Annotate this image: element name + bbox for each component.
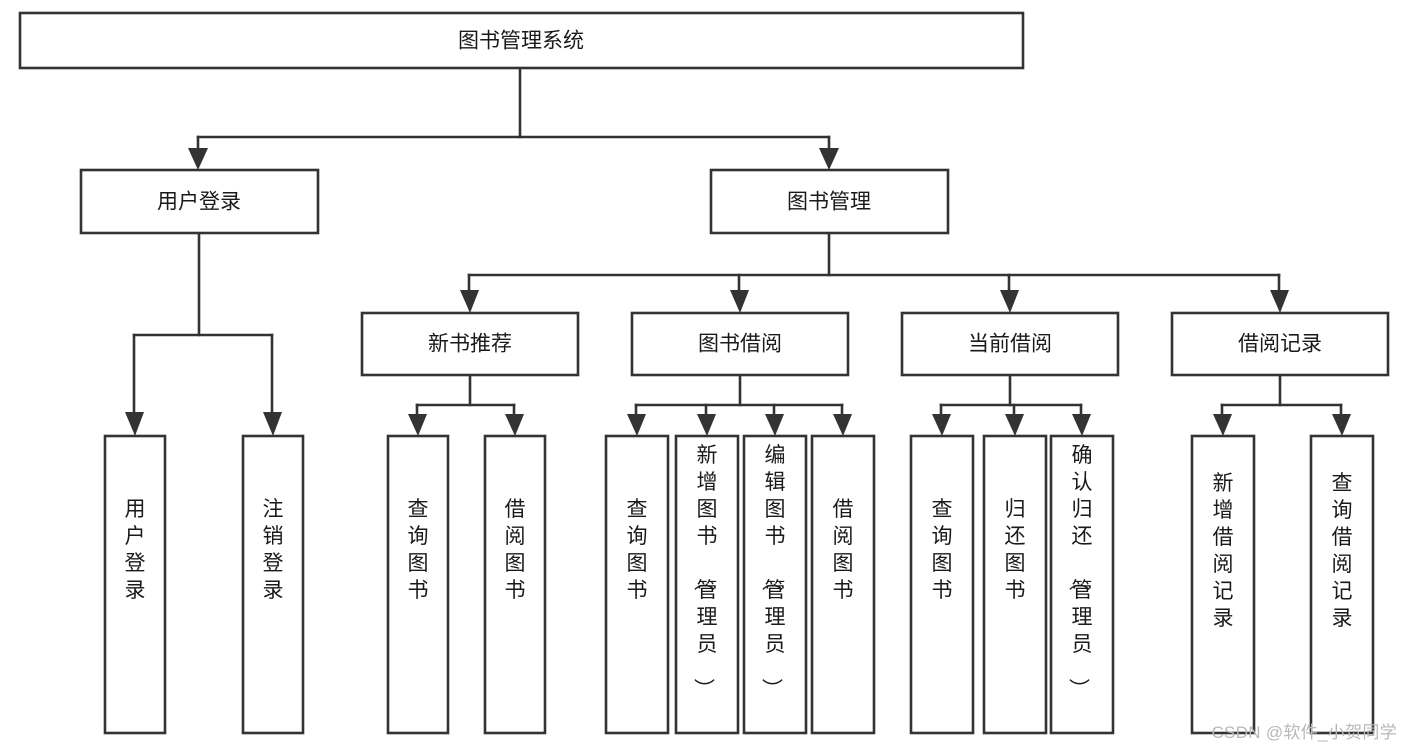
node-leaf-borrow-book-2-label: 借阅图书	[833, 498, 854, 602]
connector-group-user-login	[125, 231, 282, 436]
node-leaf-borrow-book-1[interactable]: 借阅图书	[483, 434, 547, 735]
node-root-label: 图书管理系统	[458, 30, 584, 53]
node-leaf-return-book[interactable]: 归还图书	[982, 434, 1048, 735]
node-root[interactable]: 图书管理系统	[18, 11, 1025, 70]
node-root-box[interactable]	[18, 11, 1025, 70]
node-leaf-add-book-admin[interactable]: 新增图书（管理员）	[674, 434, 740, 735]
node-leaf-confirm-return-admin[interactable]: 确认归还（管理员）	[1049, 434, 1115, 735]
node-leaf-return-book-box[interactable]	[982, 434, 1048, 735]
connector-group-book-manage	[460, 231, 1289, 313]
node-new-book-recommend-box[interactable]	[360, 311, 580, 377]
connector-group-new-book-recommend	[408, 373, 524, 436]
node-leaf-query-borrow-record[interactable]: 查询借阅记录	[1309, 434, 1375, 735]
node-leaf-add-borrow-record[interactable]: 新增借阅记录	[1190, 434, 1256, 735]
node-leaf-add-book-admin-box[interactable]	[674, 434, 740, 735]
node-leaf-borrow-book-2-box[interactable]	[810, 434, 876, 735]
node-leaf-user-login-label: 用户登录	[125, 498, 146, 602]
arrow-head-icon	[188, 148, 208, 170]
arrow-head-icon	[1072, 414, 1091, 436]
node-leaf-query-book-1-label: 查询图书	[408, 498, 429, 602]
arrow-head-icon	[627, 414, 646, 436]
node-leaf-borrow-book-1-label: 借阅图书	[505, 498, 526, 602]
arrow-head-icon	[125, 412, 144, 436]
connector-group-current-borrow	[932, 373, 1091, 436]
node-book-manage[interactable]: 图书管理	[709, 168, 950, 235]
node-book-manage-box[interactable]	[709, 168, 950, 235]
arrow-head-icon	[505, 414, 524, 436]
node-book-borrow-label: 图书借阅	[698, 333, 782, 356]
node-new-book-recommend-label: 新书推荐	[428, 333, 512, 356]
node-leaf-logout-login-box[interactable]	[241, 434, 305, 735]
node-leaf-query-borrow-record-label: 查询借阅记录	[1332, 472, 1353, 630]
connector-group-root	[188, 66, 839, 170]
watermark-text: CSDN @软件_小贺同学	[1211, 723, 1397, 742]
node-leaf-user-login[interactable]: 用户登录	[103, 434, 167, 735]
arrow-head-icon	[263, 412, 282, 436]
arrow-head-icon	[1213, 414, 1232, 436]
node-leaf-query-book-1[interactable]: 查询图书	[386, 434, 450, 735]
node-borrow-record-label: 借阅记录	[1238, 333, 1322, 356]
connector-group-book-borrow	[627, 373, 852, 436]
node-leaf-edit-book-admin[interactable]: 编辑图书（管理员）	[742, 434, 808, 735]
node-leaf-add-book-admin-label: 新增图书（管理员）	[692, 444, 718, 699]
node-new-book-recommend[interactable]: 新书推荐	[360, 311, 580, 377]
node-leaf-query-book-3-box[interactable]	[909, 434, 975, 735]
node-user-login-box[interactable]	[79, 168, 320, 235]
node-leaf-logout-login-label: 注销登录	[263, 498, 284, 602]
node-leaf-query-book-2-box[interactable]	[604, 434, 670, 735]
node-leaf-query-book-2[interactable]: 查询图书	[604, 434, 670, 735]
arrow-head-icon	[1005, 414, 1024, 436]
node-current-borrow-label: 当前借阅	[968, 333, 1052, 356]
node-leaf-query-borrow-record-box[interactable]	[1309, 434, 1375, 735]
node-current-borrow-box[interactable]	[900, 311, 1120, 377]
arrow-head-icon	[697, 414, 716, 436]
node-current-borrow[interactable]: 当前借阅	[900, 311, 1120, 377]
node-leaf-query-book-3[interactable]: 查询图书	[909, 434, 975, 735]
node-book-borrow[interactable]: 图书借阅	[630, 311, 850, 377]
node-leaf-borrow-book-1-box[interactable]	[483, 434, 547, 735]
node-leaf-borrow-book-2[interactable]: 借阅图书	[810, 434, 876, 735]
node-leaf-add-borrow-record-box[interactable]	[1190, 434, 1256, 735]
arrow-head-icon	[819, 148, 839, 170]
connector-group-borrow-record	[1213, 373, 1351, 436]
node-leaf-logout-login[interactable]: 注销登录	[241, 434, 305, 735]
node-leaf-query-book-3-label: 查询图书	[932, 498, 953, 602]
node-leaf-confirm-return-admin-box[interactable]	[1049, 434, 1115, 735]
node-leaf-add-borrow-record-label: 新增借阅记录	[1213, 472, 1234, 630]
node-book-manage-label: 图书管理	[787, 191, 871, 214]
arrow-head-icon	[1000, 290, 1019, 313]
node-leaf-return-book-label: 归还图书	[1005, 498, 1026, 602]
arrow-head-icon	[460, 290, 479, 313]
node-leaf-query-book-1-box[interactable]	[386, 434, 450, 735]
node-leaf-edit-book-admin-box[interactable]	[742, 434, 808, 735]
node-leaf-edit-book-admin-label: 编辑图书（管理员）	[760, 444, 786, 699]
arrow-head-icon	[1270, 290, 1289, 313]
arrow-head-icon	[765, 414, 784, 436]
node-leaf-query-book-2-label: 查询图书	[627, 498, 648, 602]
node-leaf-user-login-box[interactable]	[103, 434, 167, 735]
node-user-login[interactable]: 用户登录	[79, 168, 320, 235]
arrow-head-icon	[408, 414, 427, 436]
node-borrow-record[interactable]: 借阅记录	[1170, 311, 1390, 377]
arrow-head-icon	[833, 414, 852, 436]
node-leaf-confirm-return-admin-label: 确认归还（管理员）	[1067, 444, 1093, 699]
arrow-head-icon	[932, 414, 951, 436]
arrow-head-icon	[1332, 414, 1351, 436]
arrow-head-icon	[730, 290, 749, 313]
node-user-login-label: 用户登录	[157, 191, 241, 214]
node-book-borrow-box[interactable]	[630, 311, 850, 377]
node-borrow-record-box[interactable]	[1170, 311, 1390, 377]
